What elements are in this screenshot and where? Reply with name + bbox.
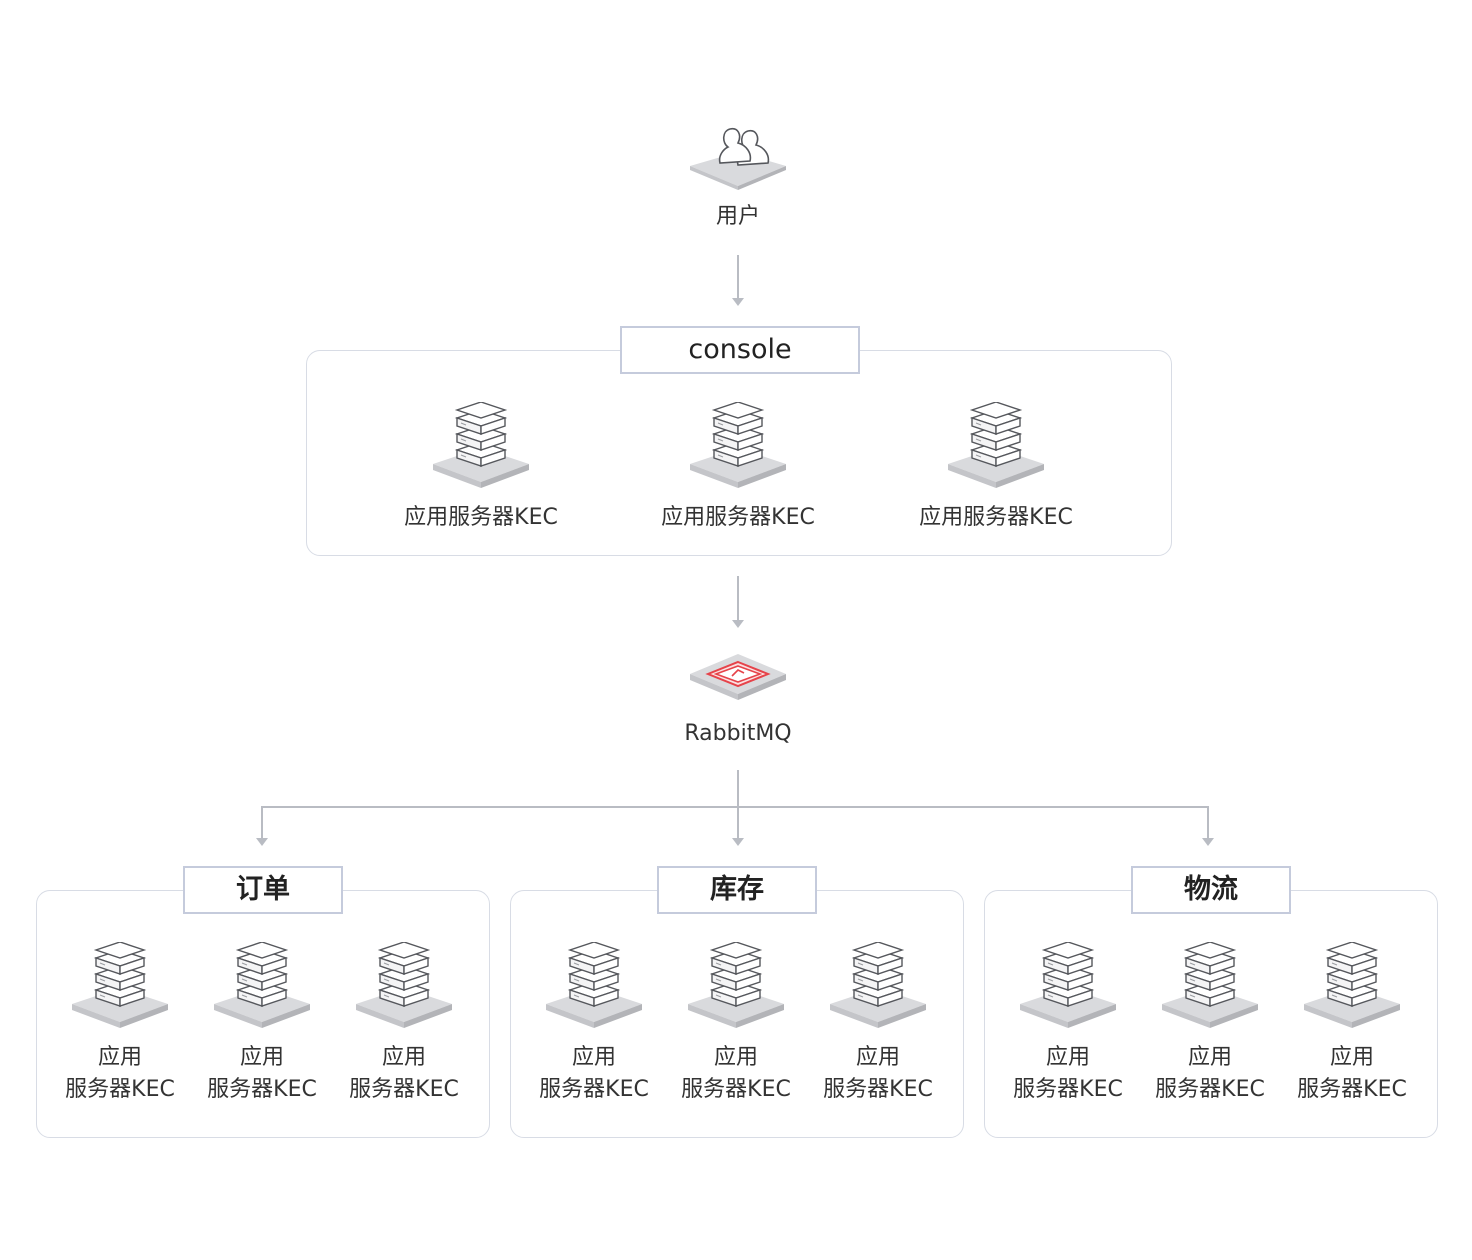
server-icon [686,941,786,1032]
server-icon [688,401,788,492]
server-label-line1: 应用 [97,1045,142,1070]
rabbitmq-label: RabbitMQ [684,721,792,746]
server-icon [1018,941,1118,1032]
server-icon [354,941,454,1032]
server-label-line2: 服务器KEC [681,1077,791,1102]
connector-mq-branches [261,806,1209,838]
server-label: 应用服务器KEC [404,505,558,530]
server-label-line2: 服务器KEC [207,1077,317,1102]
server-icon [1160,941,1260,1032]
server-label-line1: 应用 [1329,1045,1374,1070]
server-icon [212,941,312,1032]
server-label-line2: 服务器KEC [1013,1077,1123,1102]
console-title: console [620,326,860,374]
arrow-console [732,298,744,306]
users-icon [688,118,788,190]
user-label: 用户 [715,204,760,229]
server-label-line1: 应用 [381,1045,426,1070]
rabbitmq-icon [688,648,788,708]
group-title-logistics: 物流 [1131,866,1291,914]
group-title-order: 订单 [183,866,343,914]
arrow-inventory [732,838,744,846]
server-label-line2: 服务器KEC [1155,1077,1265,1102]
arrow-order [256,838,268,846]
server-label: 应用服务器KEC [661,505,815,530]
server-label-line1: 应用 [1045,1045,1090,1070]
server-icon [828,941,928,1032]
server-label-line1: 应用 [1187,1045,1232,1070]
server-icon [1302,941,1402,1032]
server-label: 应用服务器KEC [919,505,1073,530]
server-label-line1: 应用 [855,1045,900,1070]
server-label-line2: 服务器KEC [65,1077,175,1102]
server-label-line2: 服务器KEC [1297,1077,1407,1102]
server-icon [946,401,1046,492]
arrow-mq [732,620,744,628]
server-label-line2: 服务器KEC [349,1077,459,1102]
server-icon [70,941,170,1032]
server-icon [431,401,531,492]
server-label-line1: 应用 [239,1045,284,1070]
group-title-inventory: 库存 [657,866,817,914]
server-icon [544,941,644,1032]
server-label-line2: 服务器KEC [823,1077,933,1102]
server-label-line1: 应用 [571,1045,616,1070]
arrow-logistics [1202,838,1214,846]
server-label-line1: 应用 [713,1045,758,1070]
server-label-line2: 服务器KEC [539,1077,649,1102]
